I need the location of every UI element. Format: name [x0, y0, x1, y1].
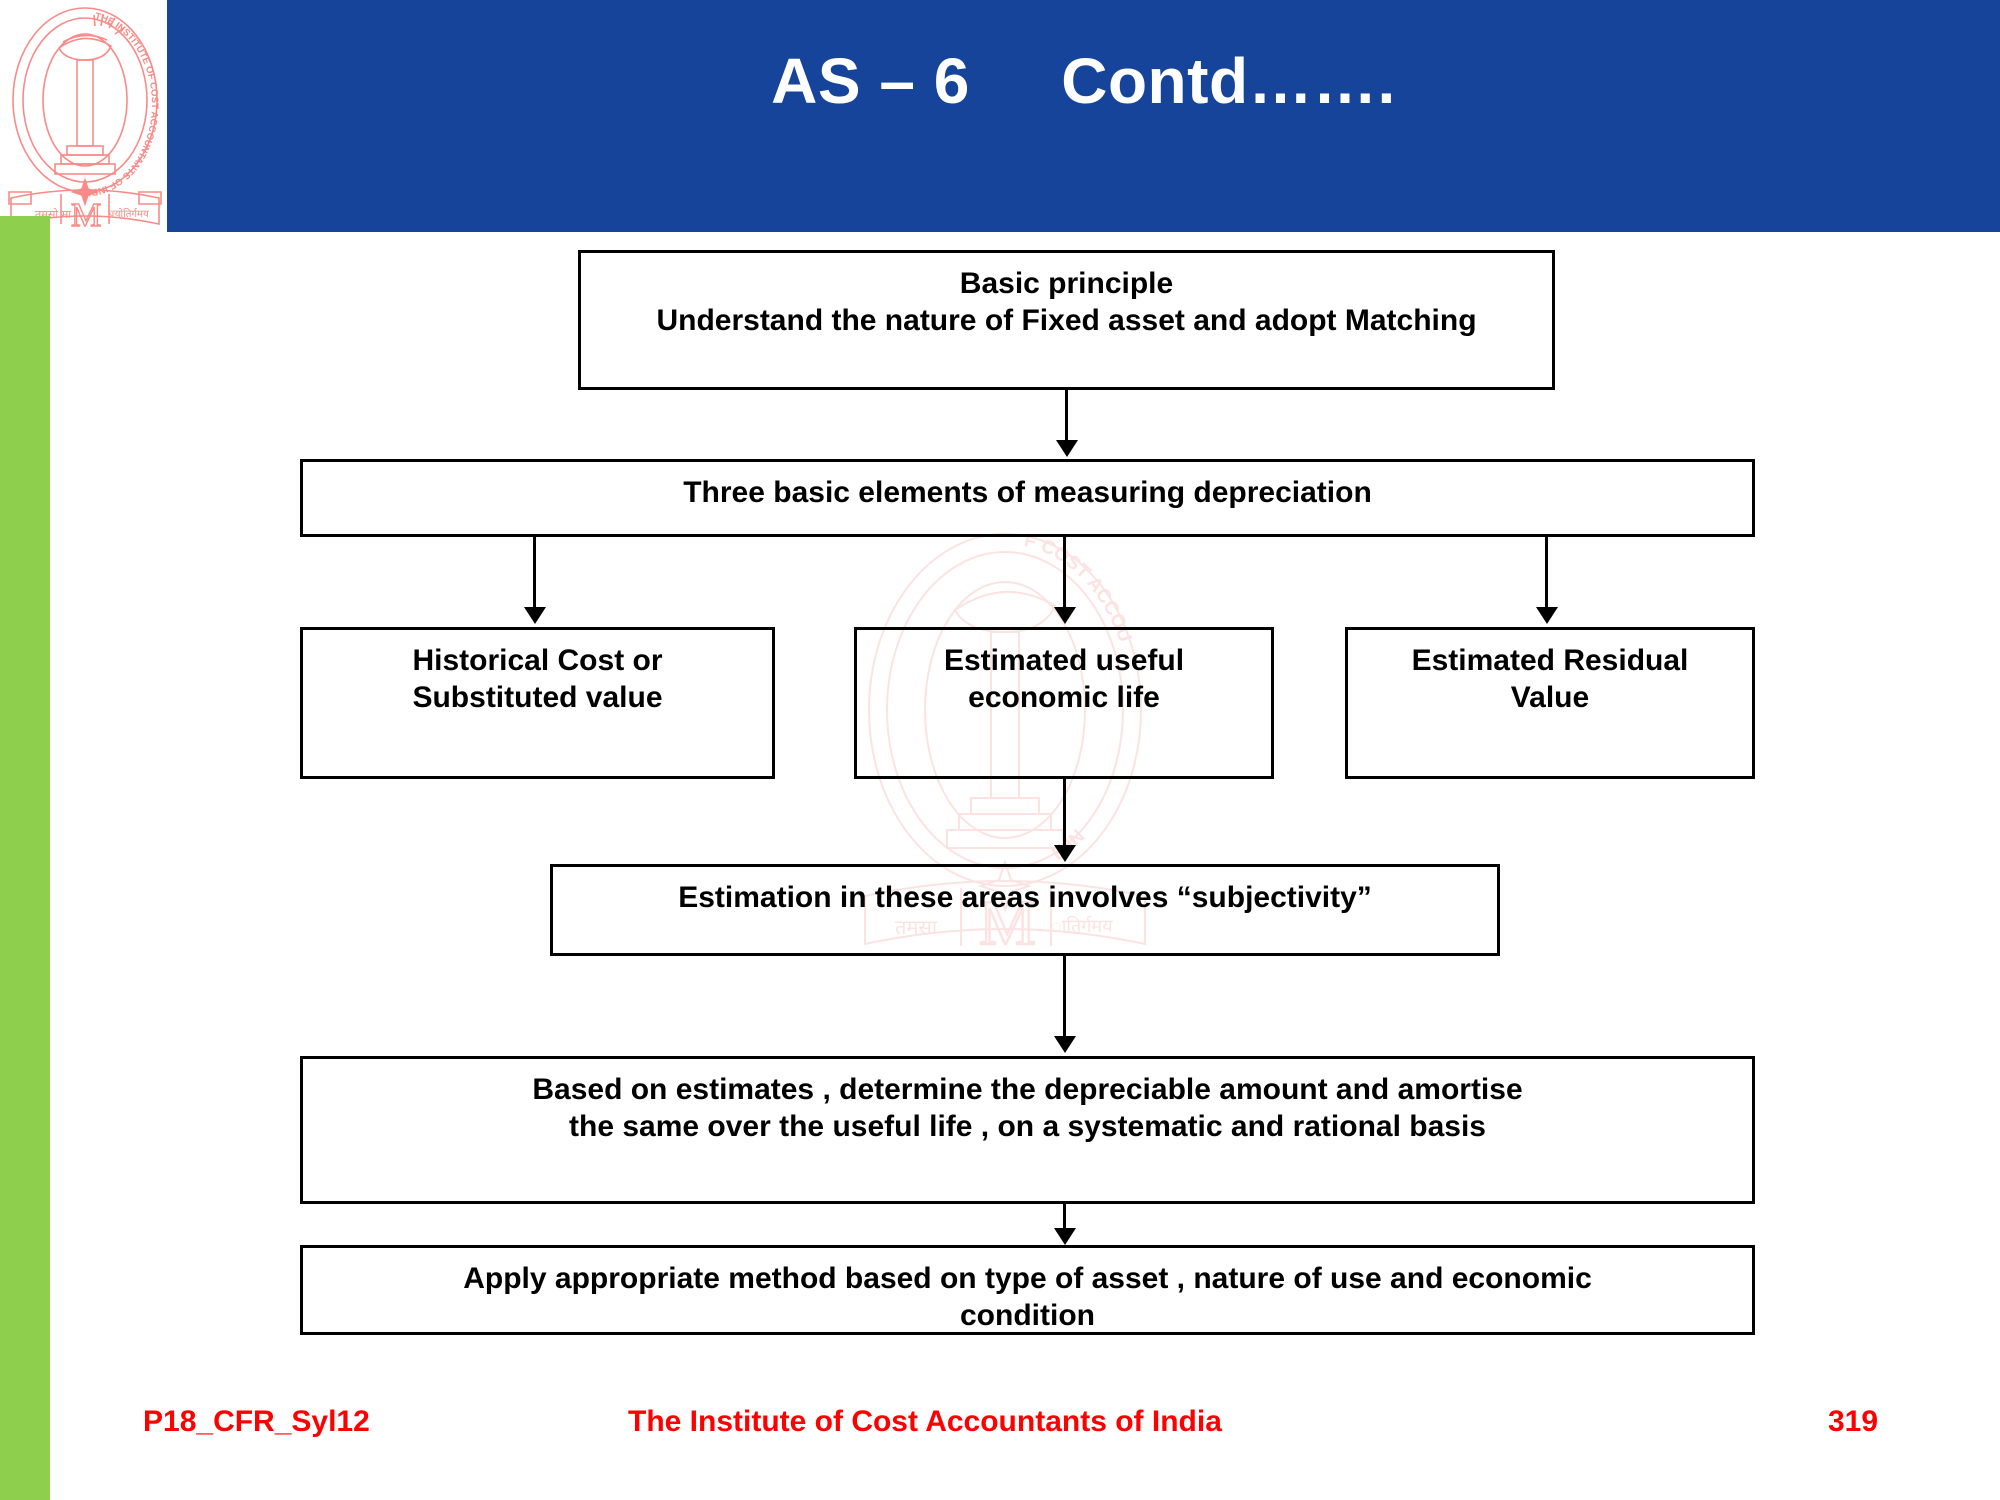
header-band	[167, 0, 2000, 232]
flow-box-text: Basic principle Understand the nature of…	[656, 267, 1477, 338]
arrowhead-estimates-to-apply	[1054, 1228, 1076, 1245]
flow-box-apply-method: Apply appropriate method based on type o…	[300, 1245, 1755, 1335]
flow-box-text: Based on estimates , determine the depre…	[532, 1073, 1523, 1144]
footer-institute-name: The Institute of Cost Accountants of Ind…	[628, 1405, 1222, 1438]
arrowhead-useful-life-to-subjectivity	[1054, 845, 1076, 862]
footer-subject-code: P18_CFR_Syl12	[143, 1405, 370, 1438]
connector-elements-to-historical	[533, 537, 536, 609]
connector-useful-life-to-subjectivity	[1063, 779, 1066, 847]
flow-box-text: Apply appropriate method based on type o…	[463, 1262, 1592, 1333]
arrowhead-subjectivity-to-estimates	[1054, 1036, 1076, 1053]
flow-box-basic-principle: Basic principle Understand the nature of…	[578, 250, 1555, 390]
arrowhead-basic-to-elements	[1056, 440, 1078, 457]
left-accent-bar	[0, 216, 50, 1500]
flow-box-text: Estimated useful economic life	[943, 644, 1185, 715]
svg-text:M: M	[71, 197, 101, 230]
connector-elements-to-useful-life	[1063, 537, 1066, 609]
slide-footer: P18_CFR_Syl12 The Institute of Cost Acco…	[0, 1405, 2000, 1465]
arrowhead-elements-to-residual	[1536, 607, 1558, 624]
flow-box-text: Estimated Residual Value	[1411, 644, 1689, 715]
flow-box-three-elements: Three basic elements of measuring deprec…	[300, 459, 1755, 537]
flow-box-residual-value: Estimated Residual Value	[1345, 627, 1755, 779]
depreciation-flowchart: Basic principle Understand the nature of…	[0, 232, 2000, 1382]
footer-page-number: 319	[1828, 1405, 1879, 1438]
connector-subjectivity-to-estimates	[1063, 956, 1066, 1038]
flow-box-historical-cost: Historical Cost or Substituted value	[300, 627, 775, 779]
flow-box-text: Historical Cost or Substituted value	[412, 644, 663, 715]
connector-elements-to-residual	[1545, 537, 1548, 609]
flow-box-text: Estimation in these areas involves “subj…	[678, 881, 1372, 914]
connector-estimates-to-apply	[1063, 1204, 1066, 1230]
svg-text:ज्योतिर्गमय: ज्योतिर्गमय	[109, 208, 149, 220]
flow-box-useful-life: Estimated useful economic life	[854, 627, 1274, 779]
institute-logo: तमसो मा ज्योतिर्गमय M THE INSTITUTE OF C…	[5, 2, 165, 230]
page-title: AS – 6 Contd…….	[771, 45, 1396, 117]
flow-box-based-on-estimates: Based on estimates , determine the depre…	[300, 1056, 1755, 1204]
connector-basic-to-elements	[1065, 390, 1068, 442]
flow-box-subjectivity: Estimation in these areas involves “subj…	[550, 864, 1500, 956]
arrowhead-elements-to-historical	[524, 607, 546, 624]
arrowhead-elements-to-useful-life	[1054, 607, 1076, 624]
flow-box-text: Three basic elements of measuring deprec…	[683, 476, 1372, 509]
